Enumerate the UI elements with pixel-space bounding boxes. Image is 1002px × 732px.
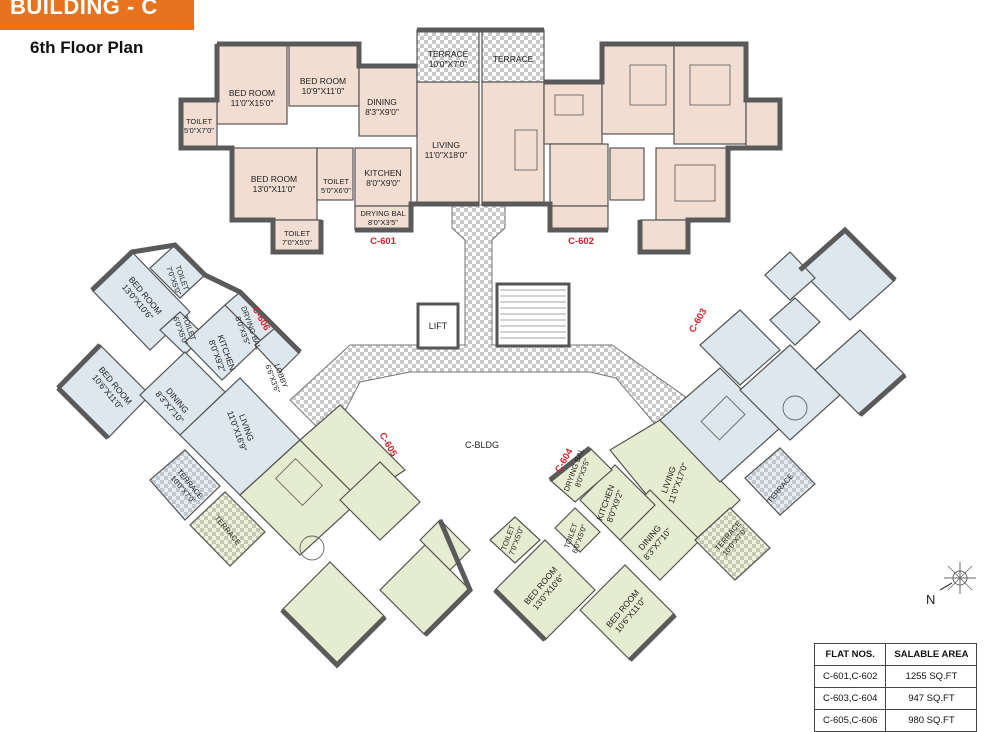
c603-toilet-1	[764, 251, 816, 301]
lift-core	[416, 302, 460, 350]
c602-drying	[549, 205, 609, 231]
north-label: N	[926, 592, 935, 607]
c602-kitchen	[549, 143, 609, 207]
label: 5'0"X7'0"	[184, 126, 214, 135]
unit-label-c603: C-603	[687, 307, 709, 335]
c606-terrace	[149, 449, 221, 521]
unit-label-c601: C-601	[370, 236, 397, 247]
table-row: C-601,C-602 1255 SQ.FT	[813, 665, 978, 688]
c602-dining	[543, 81, 603, 145]
staircase	[495, 282, 571, 348]
c603-kitchen	[699, 309, 781, 386]
c602-living	[481, 81, 545, 205]
label: 11'0"X15'0"	[231, 98, 274, 108]
table-cell-area: 1255 SQ.FT	[885, 665, 978, 688]
c602-toilet-1	[745, 99, 781, 149]
c602-toilet-2	[609, 147, 645, 201]
building-label: C-BLDG	[465, 440, 499, 450]
label: 10'0"X7'0"	[429, 59, 468, 69]
label: TOILET	[284, 229, 311, 238]
label: 8'0"X3'5"	[368, 218, 398, 227]
flat-c605	[189, 404, 473, 669]
lift-label: LIFT	[429, 321, 448, 331]
table-cell-area: 947 SQ.FT	[885, 687, 978, 710]
table-header: SALABLE AREA	[885, 643, 978, 666]
label: DRYING BAL	[360, 209, 405, 218]
label: 5'0"X6'0"	[321, 186, 351, 195]
salable-area-table: FLAT NOS. SALABLE AREA C-601,C-602 1255 …	[813, 643, 978, 732]
c603-toilet-2	[769, 297, 821, 346]
flat-c602	[481, 41, 783, 255]
label: BED ROOM	[300, 76, 346, 86]
label: 11'0"X18'0"	[425, 150, 468, 160]
label: TERRACE	[428, 49, 469, 59]
c602-bedroom-2	[673, 43, 747, 145]
table-row: C-603,C-604 947 SQ.FT	[813, 687, 978, 710]
common-corridor	[289, 204, 691, 441]
unit-label-c602: C-602	[568, 236, 594, 247]
label: TOILET	[186, 117, 213, 126]
c605-bedroom-1	[281, 561, 386, 666]
flat-c601	[178, 41, 480, 255]
c601-kitchen	[354, 147, 412, 207]
floor-title: 6th Floor Plan	[30, 38, 144, 57]
label: 8'3"X9'0"	[365, 107, 399, 117]
label: 8'0"X9'0"	[366, 178, 400, 188]
building-title: BUILDING - C	[10, 0, 158, 19]
label: TOILET	[323, 177, 350, 186]
c601-toilet-2	[316, 147, 354, 201]
north-compass	[939, 562, 976, 594]
label: 13'0"X11'0"	[253, 184, 296, 194]
c602-toilet-3	[639, 219, 689, 253]
table-row: C-605,C-606 980 SQ.FT	[813, 709, 978, 732]
c601-bedroom-3	[231, 147, 318, 221]
label: DINING	[367, 97, 397, 107]
c603-terrace	[744, 447, 816, 516]
c602-bedroom-3	[655, 147, 729, 221]
c604-toilet-1	[554, 507, 601, 553]
flat-c604	[489, 419, 771, 662]
label: KITCHEN	[364, 168, 401, 178]
label: LIVING	[432, 140, 460, 150]
table-header: FLAT NOS.	[813, 643, 887, 666]
c601-bedroom-2	[288, 43, 360, 107]
terrace-top	[416, 27, 545, 83]
label: BED ROOM	[251, 174, 297, 184]
table-cell-flats: C-605,C-606	[813, 709, 887, 732]
c605-terrace	[189, 491, 266, 567]
building-banner: BUILDING - C	[0, 0, 194, 30]
c604-toilet-2	[489, 516, 541, 564]
flat-c606	[56, 242, 302, 521]
c603-bedroom-1	[799, 229, 896, 321]
label: 7'0"X5'0"	[282, 238, 312, 247]
table-header-row: FLAT NOS. SALABLE AREA	[813, 643, 978, 666]
c601-bedroom-1	[216, 43, 288, 125]
label: BED ROOM	[229, 88, 275, 98]
label: TERRACE	[493, 54, 534, 64]
flat-c603	[659, 226, 907, 516]
c601-toilet-3	[272, 219, 322, 253]
c605-kitchen	[339, 461, 421, 541]
table-cell-flats: C-601,C-602	[813, 665, 887, 688]
table-cell-flats: C-603,C-604	[813, 687, 887, 710]
c604-terrace	[694, 507, 771, 581]
c602-bedroom-1	[601, 43, 675, 135]
label: 10'9"X11'0"	[302, 86, 345, 96]
c601-living	[416, 81, 480, 205]
table-cell-area: 980 SQ.FT	[885, 709, 978, 732]
